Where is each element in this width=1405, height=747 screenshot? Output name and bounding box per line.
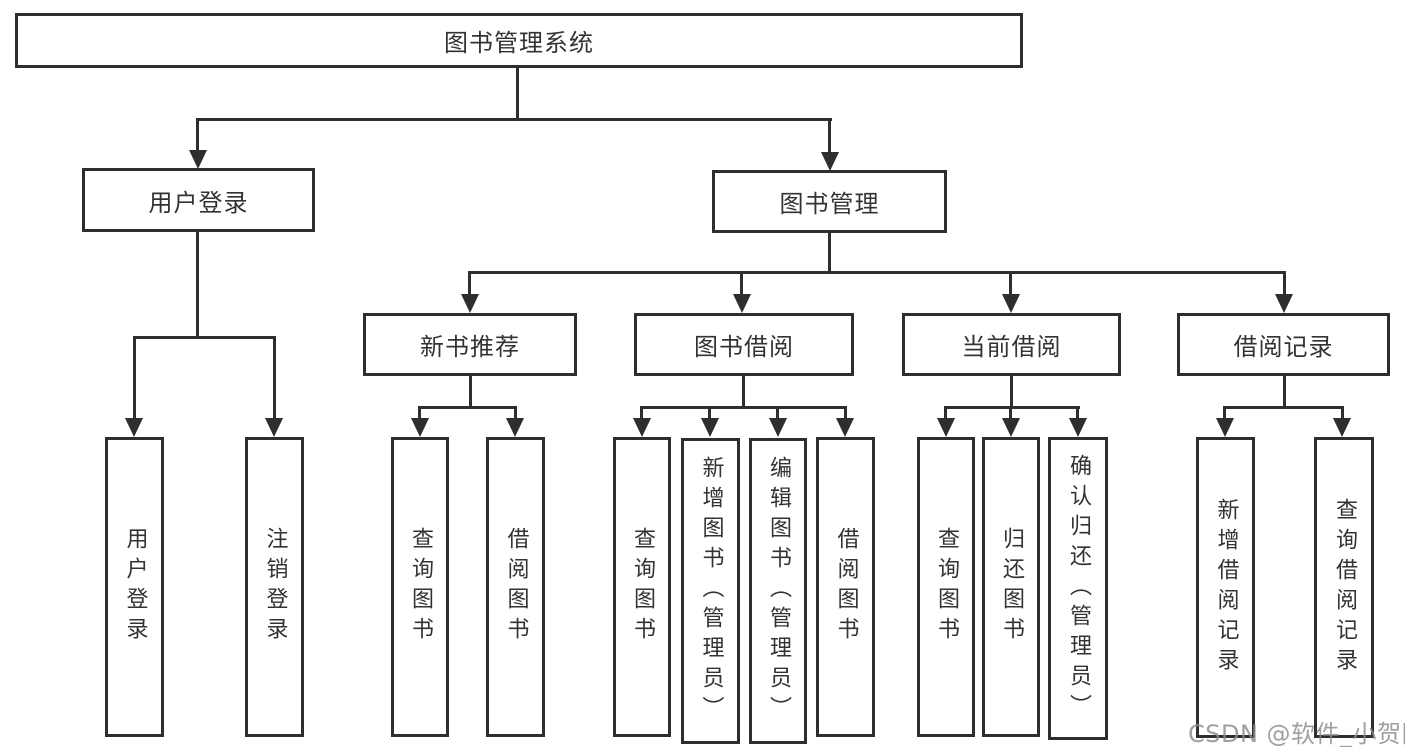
arrow-down-icon bbox=[1216, 418, 1234, 437]
arrow-down-icon bbox=[125, 418, 143, 437]
connector-line bbox=[708, 406, 711, 419]
leaf-edit-books-admin: 编辑图书（管理员） bbox=[749, 438, 807, 744]
connector-line bbox=[944, 406, 1080, 409]
arrow-down-icon bbox=[1002, 418, 1020, 437]
connector-line bbox=[469, 376, 472, 409]
connector-line bbox=[516, 68, 519, 121]
connector-line bbox=[196, 232, 199, 339]
connector-line bbox=[742, 376, 745, 409]
arrow-down-icon bbox=[461, 294, 479, 313]
leaf-add-borrow-record: 新增借阅记录 bbox=[1196, 437, 1255, 738]
arrow-down-icon bbox=[701, 418, 719, 437]
connector-line bbox=[133, 336, 276, 339]
arrow-down-icon bbox=[1333, 418, 1351, 437]
node-label: 借阅记录 bbox=[1233, 333, 1334, 361]
arrow-down-icon bbox=[937, 418, 955, 437]
connector-line bbox=[196, 118, 199, 151]
connector-line bbox=[1283, 376, 1286, 409]
node-user-login: 用户登录 bbox=[82, 168, 315, 232]
leaf-add-books-admin: 新增图书（管理员） bbox=[681, 438, 740, 744]
arrow-down-icon bbox=[733, 294, 751, 313]
node-label: 图书管理系统 bbox=[444, 29, 594, 57]
arrow-down-icon bbox=[1275, 294, 1293, 313]
connector-line bbox=[418, 406, 421, 419]
arrow-down-icon bbox=[265, 418, 283, 437]
connector-line bbox=[944, 406, 947, 419]
connector-line bbox=[1009, 271, 1012, 295]
arrow-down-icon bbox=[506, 418, 524, 437]
csdn-watermark: CSDN @软件_小贺同学 bbox=[1188, 720, 1405, 747]
connector-line bbox=[776, 406, 779, 419]
connector-line bbox=[1283, 271, 1286, 295]
node-label: 用户登录 bbox=[148, 188, 249, 217]
connector-line bbox=[828, 233, 831, 274]
connector-line bbox=[740, 271, 743, 295]
connector-line bbox=[844, 406, 847, 419]
connector-line bbox=[1076, 406, 1079, 419]
arrow-down-icon bbox=[1002, 294, 1020, 313]
leaf-query-borrow-record: 查询借阅记录 bbox=[1314, 437, 1374, 738]
leaf-query-books-borrowing: 查询图书 bbox=[613, 437, 671, 737]
leaf-borrow-books-recommend: 借阅图书 bbox=[486, 437, 545, 737]
node-label: 图书借阅 bbox=[694, 333, 794, 361]
arrow-down-icon bbox=[821, 152, 839, 171]
node-current-borrowing: 当前借阅 bbox=[902, 313, 1121, 376]
leaf-query-books-recommend: 查询图书 bbox=[391, 437, 449, 737]
arrow-down-icon bbox=[189, 150, 207, 169]
connector-line bbox=[468, 271, 471, 295]
connector-line bbox=[1223, 406, 1344, 409]
connector-line bbox=[468, 271, 1286, 274]
connector-line bbox=[1010, 376, 1013, 409]
node-borrowing-records: 借阅记录 bbox=[1177, 313, 1390, 376]
connector-line bbox=[1223, 406, 1226, 419]
node-new-book-recommendation: 新书推荐 bbox=[363, 313, 577, 376]
node-label: 新书推荐 bbox=[420, 333, 520, 361]
arrow-down-icon bbox=[1069, 418, 1087, 437]
node-label: 图书管理 bbox=[779, 190, 880, 218]
arrow-down-icon bbox=[633, 418, 651, 437]
connector-line bbox=[1341, 406, 1344, 419]
node-book-borrowing: 图书借阅 bbox=[634, 313, 854, 376]
leaf-user-login: 用户登录 bbox=[105, 437, 164, 737]
connector-line bbox=[133, 336, 136, 419]
connector-line bbox=[1009, 406, 1012, 419]
node-book-management: 图书管理 bbox=[712, 170, 947, 233]
leaf-borrow-books-borrowing: 借阅图书 bbox=[816, 437, 875, 737]
connector-line bbox=[418, 406, 517, 409]
node-library-management-system: 图书管理系统 bbox=[15, 13, 1023, 68]
leaf-query-books-current: 查询图书 bbox=[917, 437, 975, 737]
connector-line bbox=[640, 406, 643, 419]
leaf-logout-login: 注销登录 bbox=[245, 437, 304, 737]
arrow-down-icon bbox=[769, 418, 787, 437]
leaf-return-books: 归还图书 bbox=[982, 437, 1040, 737]
connector-line bbox=[273, 336, 276, 419]
node-label: 当前借阅 bbox=[961, 333, 1062, 361]
arrow-down-icon bbox=[411, 418, 429, 437]
arrow-down-icon bbox=[836, 418, 854, 437]
leaf-confirm-return-admin: 确认归还（管理员） bbox=[1048, 437, 1108, 740]
connector-line bbox=[640, 406, 847, 409]
connector-line bbox=[828, 118, 831, 152]
connector-line bbox=[196, 118, 832, 121]
connector-line bbox=[514, 406, 517, 419]
